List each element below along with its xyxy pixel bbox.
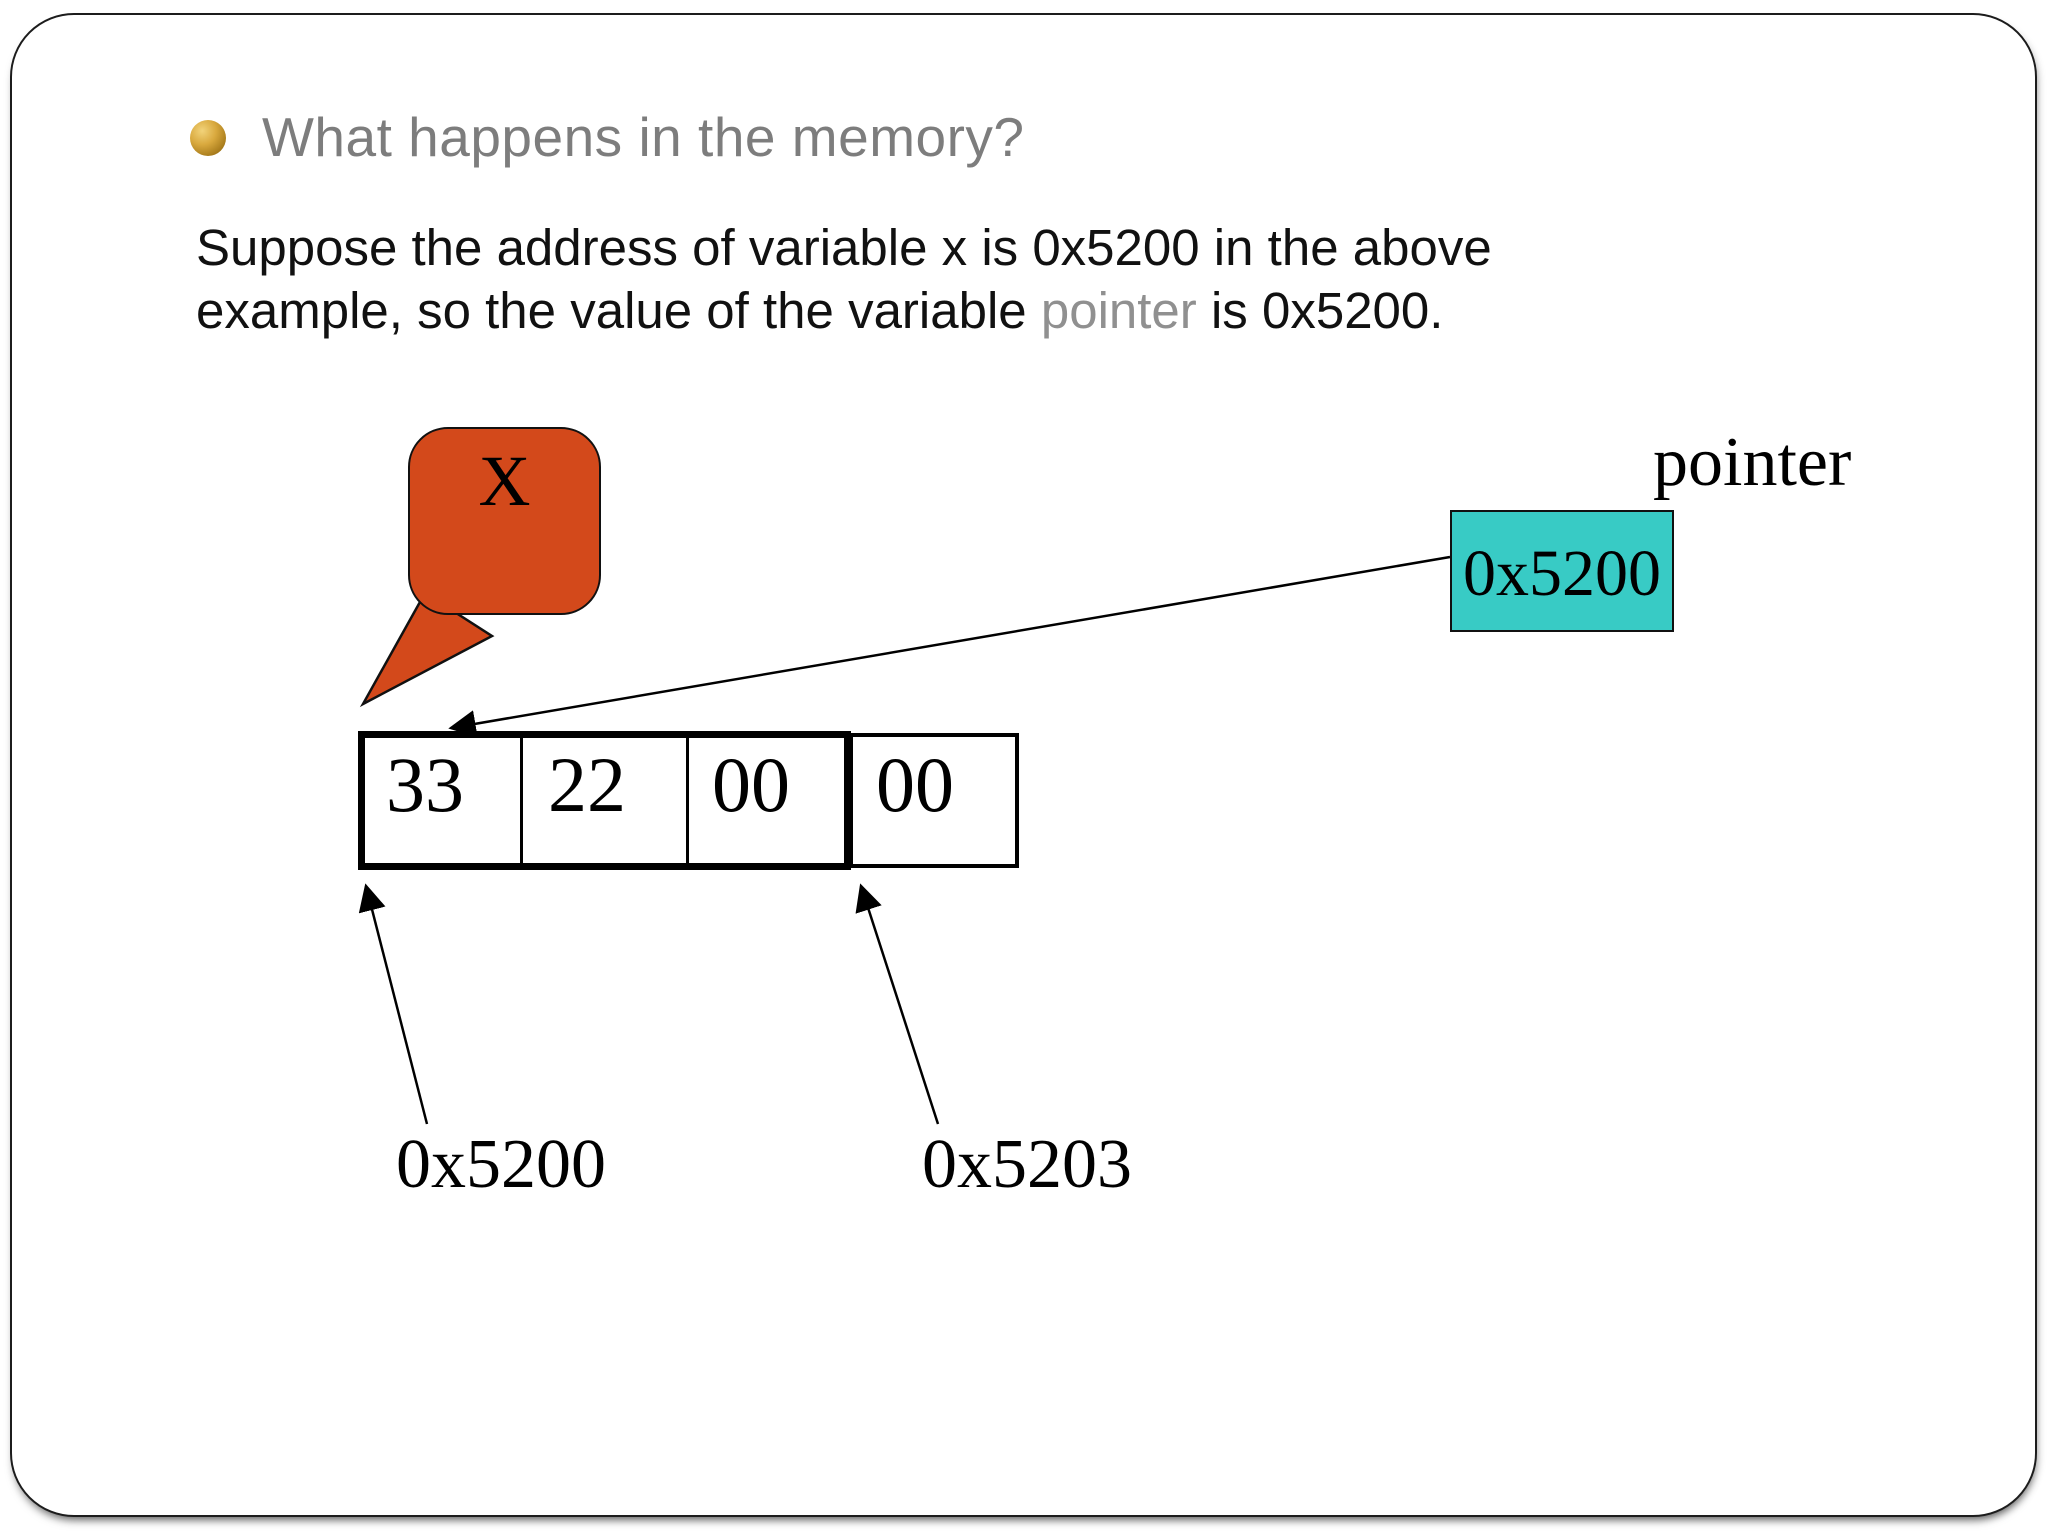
slide-title: What happens in the memory? (262, 106, 1025, 168)
pointer-value-box: 0x5200 (1450, 510, 1674, 632)
memory-cell-value: 33 (386, 741, 464, 828)
memory-cell-value: 00 (876, 741, 954, 828)
memory-cell-value: 00 (712, 741, 790, 828)
body-line-2: example, so the value of the variable po… (196, 282, 1444, 339)
pointer-word: pointer (1040, 282, 1197, 339)
body-text: Suppose the address of variable x is 0x5… (196, 216, 1492, 342)
pointer-value: 0x5200 (1463, 537, 1661, 610)
address-label-end: 0x5203 (922, 1126, 1132, 1203)
memory-box (358, 731, 851, 870)
body-line-1: Suppose the address of variable x is 0x5… (196, 219, 1492, 276)
memory-cell-value: 22 (548, 741, 626, 828)
memory-cell-4-box (849, 733, 1019, 868)
memory-cell-divider (520, 738, 523, 863)
callout-label: X (478, 441, 531, 521)
pointer-name-label: pointer (1653, 424, 1852, 501)
variable-x-callout: X (408, 427, 601, 615)
bullet-sphere-icon (190, 120, 226, 156)
memory-cell-divider (686, 738, 689, 863)
address-label-start: 0x5200 (396, 1126, 606, 1203)
slide-frame (10, 13, 2037, 1517)
